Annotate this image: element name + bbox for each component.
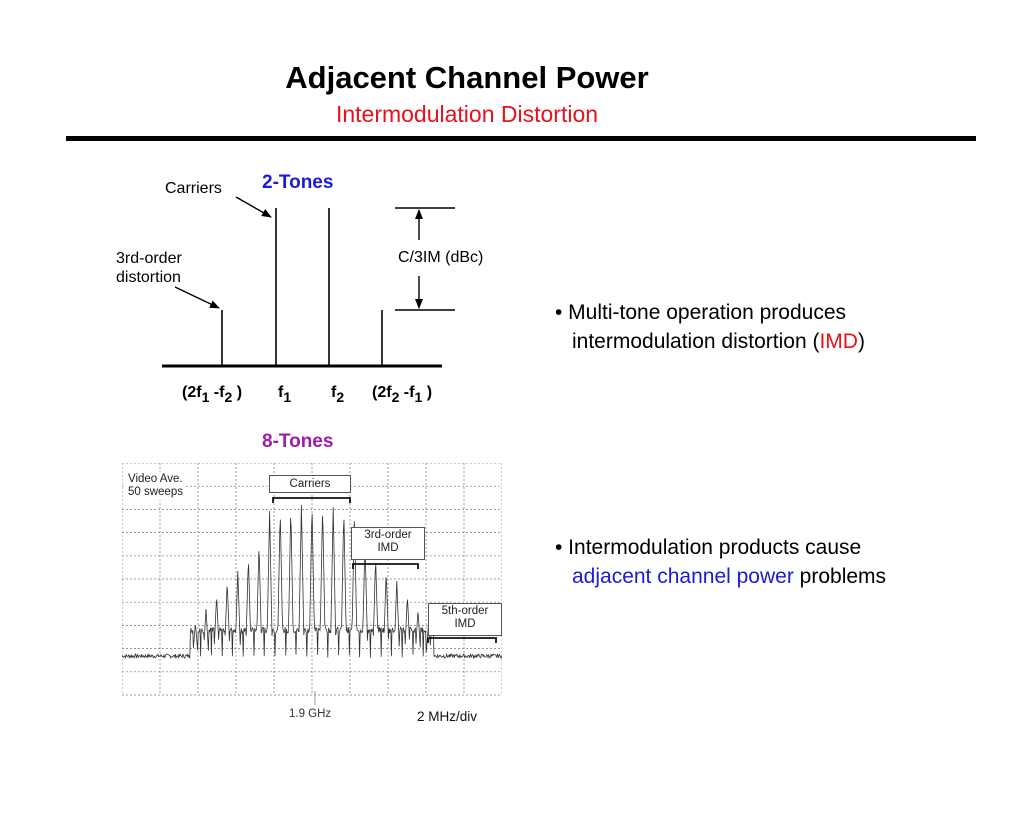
carriers-label: Carriers [165, 180, 222, 197]
carriers-box-label: Carriers [269, 475, 351, 493]
scope-trace [122, 504, 502, 660]
two-tone-heading: 2-Tones [262, 172, 334, 193]
center-frequency-label: 1.9 GHz [289, 708, 332, 720]
page-title: Adjacent Channel Power [285, 60, 649, 95]
distortion-label-line2: distortion [116, 269, 181, 286]
span-label: 2 MHz/div [417, 709, 478, 724]
spectrum-plot [122, 463, 502, 705]
f2-freq-label: f2 [331, 384, 345, 405]
ratio-label: C/3IM (dBc) [398, 249, 484, 266]
imd-brackets [272, 497, 497, 643]
carriers-arrow [235, 196, 272, 218]
page-subtitle: Intermodulation Distortion [335, 101, 599, 127]
title-divider [66, 136, 976, 141]
fifth-order-box-label: 5th-order IMD [428, 603, 502, 636]
fifth-order-bracket [427, 637, 497, 643]
eight-tone-heading: 8-Tones [262, 431, 334, 452]
bullet-imd: • Multi-tone operation produces intermod… [555, 301, 865, 353]
distortion-arrow [174, 286, 220, 309]
distortion-label-line1: 3rd-order [116, 250, 182, 267]
spectrum-analyzer-trace: Video Ave. 50 sweeps Carriers 3rd-order … [122, 463, 502, 705]
third-order-bracket [352, 563, 419, 569]
imd-high-freq-label: (2f2 -f1 ) [372, 384, 433, 405]
imd-low-freq-label: (2f1 -f2 ) [182, 384, 243, 405]
bullet-acp: • Intermodulation products cause adjacen… [555, 536, 887, 588]
video-ave-label: Video Ave. 50 sweeps [126, 472, 185, 500]
carriers-bracket [272, 497, 351, 503]
f1-freq-label: f1 [278, 384, 292, 405]
third-order-box-label: 3rd-order IMD [351, 527, 425, 560]
